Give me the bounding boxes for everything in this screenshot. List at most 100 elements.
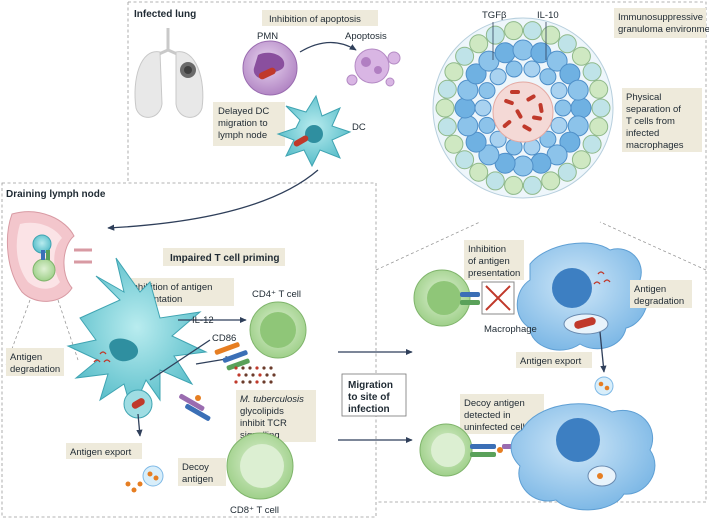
- granuloma-outer-cell: [485, 171, 505, 191]
- cytokine-dot: [269, 380, 273, 384]
- bacterium: [510, 90, 520, 94]
- granuloma-outer-cell: [469, 34, 489, 54]
- site-inhibition-line3: presentation: [468, 268, 520, 279]
- granuloma-macrophage-cell: [478, 116, 496, 134]
- draining-lymph-node-title: Draining lymph node: [6, 189, 106, 200]
- cytokine-dot: [248, 366, 252, 370]
- decoy-tcr: [470, 444, 520, 457]
- decoy-line2: antigen: [182, 474, 213, 485]
- label-box: [178, 458, 226, 486]
- apoptosis-inhibition-arrow: [299, 41, 357, 53]
- lymph-node-panel: [1, 182, 377, 518]
- mtb-line1: M. tuberculosis: [240, 394, 304, 405]
- bacterium: [538, 103, 544, 113]
- bacterium: [532, 115, 542, 121]
- granuloma-macrophage-cell: [474, 99, 492, 117]
- ag-arrow: [149, 339, 211, 381]
- cytokine-dot: [258, 373, 262, 377]
- cd4-t-cell: [249, 301, 307, 359]
- cytokine-dot: [251, 373, 255, 377]
- granuloma-macrophage-cell: [494, 42, 516, 64]
- cytokine-dot: [269, 366, 273, 370]
- label-box: [6, 348, 64, 376]
- delayed-dc-line1: Delayed DC: [218, 106, 269, 117]
- granuloma-outer-cell: [522, 21, 542, 41]
- migration-line3: infection: [348, 404, 390, 415]
- granuloma-outer-cell: [557, 162, 577, 182]
- granuloma-macrophage-cell: [546, 50, 568, 72]
- cytokine-dot: [248, 380, 252, 384]
- mtb-line2: glycolipids: [240, 406, 284, 417]
- granuloma-macrophage-cell: [550, 82, 568, 100]
- cytokine-dot: [262, 366, 266, 370]
- migration-box: [341, 373, 407, 417]
- physical-separation-line4: infected: [626, 128, 659, 139]
- granuloma-macrophage-cell: [478, 144, 500, 166]
- t-cell-site-bottom: [419, 423, 473, 477]
- site-inhibition-line1: Inhibition: [468, 244, 506, 255]
- physical-separation-line3: T cells from: [626, 116, 675, 127]
- uninfected-macrophage: [510, 403, 656, 511]
- apoptotic-cell: [346, 48, 401, 87]
- lymph-node-icon: [6, 211, 92, 302]
- infected-lung-panel: [128, 1, 707, 503]
- cytokine-dot: [244, 373, 248, 377]
- migration-line2: to site of: [348, 392, 390, 403]
- bacterium: [502, 120, 512, 128]
- granuloma-zoom-lines: [375, 221, 707, 271]
- necrotic-core: [492, 81, 554, 143]
- label-box: [213, 102, 285, 146]
- dc-migration-arrow: [107, 169, 319, 231]
- pmn-label: PMN: [257, 31, 278, 42]
- label-box: [262, 10, 378, 26]
- exported-vesicle: [125, 465, 164, 493]
- cd86-label: CD86: [212, 333, 236, 344]
- granuloma-outer-cell: [469, 162, 489, 182]
- migration-line1: Migration: [348, 380, 393, 391]
- t-cell-site-top: [413, 269, 471, 327]
- granuloma-macrophage-cell: [559, 131, 581, 153]
- cd8-receptors: [179, 394, 211, 421]
- granuloma-macrophage-cell: [512, 39, 534, 61]
- cytokine-dot: [241, 366, 245, 370]
- antigen-export-site-label: Antigen export: [520, 356, 582, 367]
- label-box: [622, 88, 702, 152]
- cytokine-dot: [272, 373, 276, 377]
- inhibition-antigen-line1: Inhibition of antigen: [130, 282, 212, 293]
- granuloma-macrophage-ring: [454, 39, 592, 177]
- dendritic-cell-lung: [276, 94, 352, 168]
- granuloma-outer-cell: [591, 98, 611, 118]
- granuloma-macrophage-cell: [465, 63, 487, 85]
- granuloma-outer-ring: [435, 21, 611, 195]
- cd4-label: CD4⁺ T cell: [252, 289, 301, 300]
- antigen-export-ln-label: Antigen export: [70, 447, 132, 458]
- cytokine-dot: [234, 366, 238, 370]
- label-box: [163, 248, 285, 266]
- decoy-detected-line3: uninfected cell: [464, 422, 525, 433]
- il10-label: IL-10: [537, 10, 559, 21]
- immunosuppressive-line2: granuloma environment: [618, 24, 709, 35]
- export-arrow: [136, 413, 143, 437]
- cytokine-dot: [262, 380, 266, 384]
- granuloma-macrophage-cell: [505, 60, 523, 78]
- granuloma-outer-cell: [435, 98, 455, 118]
- site-degradation-line1: Antigen: [634, 284, 666, 295]
- granuloma-macrophage-cell: [457, 115, 479, 137]
- decoy-detected-line2: detected in: [464, 410, 510, 421]
- bacterium: [522, 124, 532, 132]
- granuloma-outer-cell: [582, 134, 602, 154]
- pmn-cell: [242, 40, 298, 96]
- site-inhibition-line2: of antigen: [468, 256, 510, 267]
- site-exported-vesicle: [594, 376, 614, 396]
- delayed-dc-line3: lymph node: [218, 130, 267, 141]
- inhibition-of-apoptosis-label: Inhibition of apoptosis: [269, 14, 361, 25]
- mtb-line3: inhibit TCR: [240, 418, 287, 429]
- label-box: [614, 8, 706, 38]
- decoy-detected-line1: Decoy antigen: [464, 398, 525, 409]
- il12-label: IL-12: [192, 315, 214, 326]
- lung-icon: [134, 28, 204, 118]
- decoy-line1: Decoy: [182, 462, 209, 473]
- cd8-t-cell: [226, 432, 294, 500]
- inhibition-antigen-line2: presentation: [130, 294, 182, 305]
